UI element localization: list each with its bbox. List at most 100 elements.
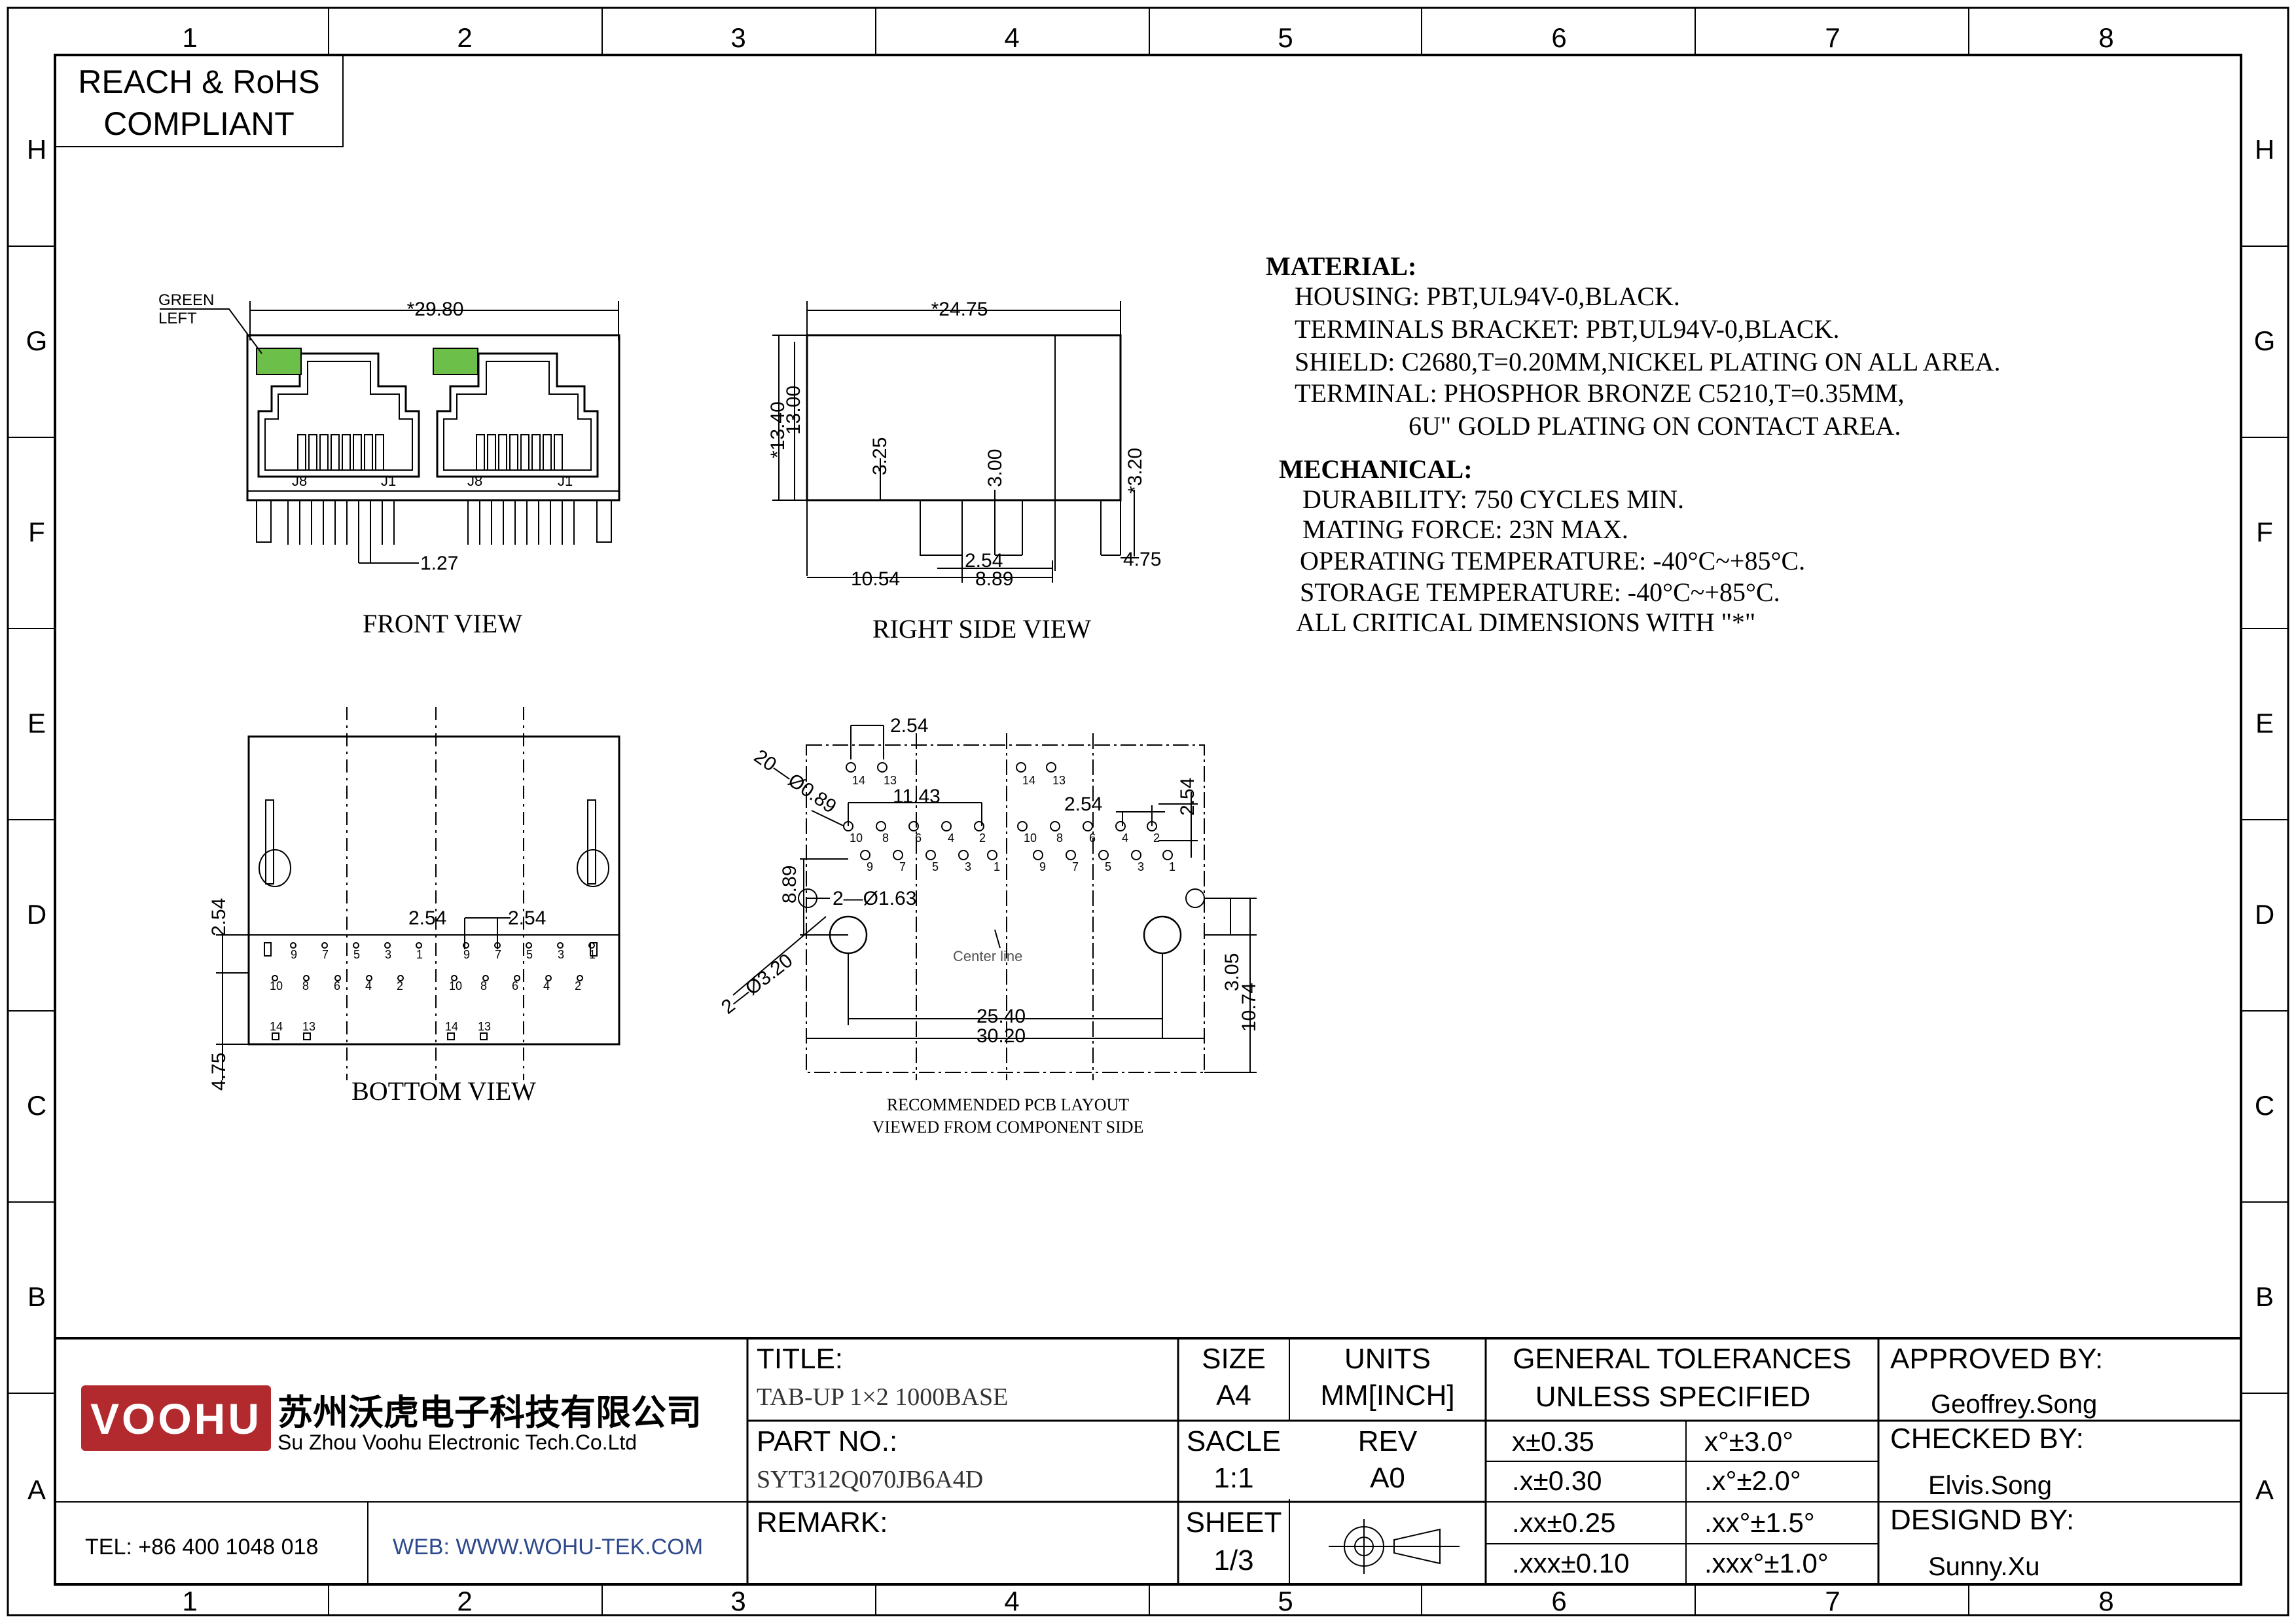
bottom-pin: 13 [302,1020,315,1033]
pcb-dim-2-54-v: 2.54 [1177,778,1198,816]
rev-label: REV [1358,1425,1418,1457]
voohu-logo: VOOHU [81,1385,271,1451]
frame-row-label-right: H [2255,134,2274,165]
bottom-pin: 10 [449,979,462,993]
bottom-pin: 6 [512,979,518,993]
bottom-pin: 3 [385,948,391,961]
bottom-pin: 7 [322,948,329,961]
pcb-pin: 5 [1105,860,1111,873]
rev-value: A0 [1370,1462,1405,1494]
pcb-pin: 2 [1153,831,1160,845]
side-dim-3-25: 3.25 [869,437,891,475]
frame-row-label-right: E [2255,708,2274,739]
drawing-frame [7,7,2289,1616]
approved-by-label: APPROVED BY: [1890,1343,2103,1375]
frame-row-label-left: D [27,899,46,930]
pcb-dim-10-74: 10.74 [1238,983,1260,1032]
pcb-pin: 4 [1122,831,1128,845]
front-width-dimension: *29.80 [407,299,464,320]
frame-col-label-bottom: 7 [1825,1586,1840,1616]
company-tel: TEL: +86 400 1048 018 [85,1535,318,1559]
tolerance-angle-1: .x°±2.0° [1704,1465,1801,1496]
frame-col-label-top: 7 [1825,22,1840,53]
company-name-cn: 苏州沃虎电子科技有限公司 [278,1393,702,1432]
tolerances-heading-2: UNLESS SPECIFIED [1535,1381,1811,1413]
checked-by-label: CHECKED BY: [1890,1423,2084,1455]
side-height-1: *13.40 [767,401,789,458]
bottom-pin: 10 [270,979,283,993]
pcb-pin: 2 [979,831,986,845]
compliance-line-1: REACH & RoHS [78,64,320,100]
bottom-pin-pads [272,942,595,1040]
bottom-pin: 14 [270,1020,283,1033]
side-dim-2-54: 2.54 [965,550,1003,572]
mechanical-heading: MECHANICAL: [1279,454,1473,484]
pcb-dim-3-05: 3.05 [1221,953,1243,991]
front-j8-label: J8 [292,473,307,489]
frame-col-label-top: 1 [182,22,197,53]
pcb-dim-11-43: 11.43 [893,786,941,807]
pcb-hole-1-63: 2—Ø1.63 [833,888,916,909]
frame-col-label-bottom: 5 [1278,1586,1293,1616]
size-value: A4 [1216,1379,1251,1412]
material-terminals-bracket: TERMINALS BRACKET: PBT,UL94V-0,BLACK. [1295,314,1840,344]
spec-notes: MATERIAL: HOUSING: PBT,UL94V-0,BLACK. TE… [1266,251,2000,637]
critical-dimensions-note: ALL CRITICAL DIMENSIONS WITH "*" [1296,608,1755,637]
side-dim-4-75: 4.75 [1123,549,1161,570]
frame-col-label-top: 2 [457,22,472,53]
bottom-pin: 14 [445,1020,458,1033]
frame-row-label-right: F [2256,517,2273,547]
pcb-pin: 1 [994,860,1000,873]
pcb-dim-2-54-top: 2.54 [890,715,928,737]
frame-col-label-bottom: 3 [730,1586,745,1616]
title-label: TITLE: [757,1343,843,1375]
front-j8-label-2: J8 [467,473,482,489]
mechanical-operating-temp: OPERATING TEMPERATURE: -40°C~+85°C. [1300,546,1805,575]
frame-col-label-bottom: 6 [1551,1586,1566,1616]
bottom-view [216,707,620,1080]
pcb-pin: 13 [1052,774,1066,787]
frame-row-label-right: G [2254,325,2276,356]
tolerance-x: x±0.35 [1512,1426,1594,1457]
bottom-pin: 4 [365,979,372,993]
checked-by-value: Elvis.Song [1928,1471,2052,1500]
designed-by-value: Sunny.Xu [1928,1552,2040,1581]
approved-by-value: Geoffrey.Song [1931,1390,2097,1419]
frame-row-label-left: H [27,134,46,165]
pcb-pin: 10 [1024,831,1037,845]
mechanical-mating-force: MATING FORCE: 23N MAX. [1302,515,1628,544]
side-dim-3-00: 3.00 [984,449,1006,487]
front-j1-label-2: J1 [558,473,573,489]
bottom-pin: 5 [353,948,360,961]
frame-row-label-right: A [2255,1474,2274,1505]
frame-col-label-bottom: 1 [182,1586,197,1616]
tolerances-heading-1: GENERAL TOLERANCES [1513,1343,1852,1375]
bottom-pin: 1 [589,948,596,961]
front-j1-label: J1 [381,473,396,489]
frame-row-label-left: F [28,517,45,547]
material-shield: SHIELD: C2680,T=0.20MM,NICKEL PLATING ON… [1295,347,2000,376]
tolerance-x2: .xx±0.25 [1512,1507,1615,1538]
pcb-pin: 1 [1169,860,1175,873]
side-view-caption: RIGHT SIDE VIEW [872,614,1091,644]
frame-row-label-left: E [27,708,46,739]
pcb-pin: 9 [1039,860,1046,873]
pcb-dim-25-40: 25.40 [977,1006,1026,1027]
frame-row-label-left: C [27,1090,46,1121]
pcb-pin-numbers: 14 13 14 13 10 8 6 4 2 10 8 6 4 2 9 7 5 … [850,774,1175,873]
mechanical-storage-temp: STORAGE TEMPERATURE: -40°C~+85°C. [1300,577,1780,607]
frame-row-label-left: A [27,1474,46,1505]
material-housing: HOUSING: PBT,UL94V-0,BLACK. [1295,282,1680,311]
pcb-centerline-label: Center line [953,948,1022,964]
frame-col-label-top: 8 [2098,22,2113,53]
title-block [55,1337,2241,1584]
pcb-pin: 6 [1089,831,1096,845]
frame-row-label-left: G [26,325,48,356]
bottom-pin: 9 [291,948,297,961]
pcb-pin: 14 [852,774,865,787]
part-number-label: PART NO.: [757,1425,897,1457]
bottom-dim-4-75-v: 4.75 [208,1053,230,1091]
scale-value: 1:1 [1213,1462,1253,1494]
sheet-value: 1/3 [1213,1544,1253,1577]
